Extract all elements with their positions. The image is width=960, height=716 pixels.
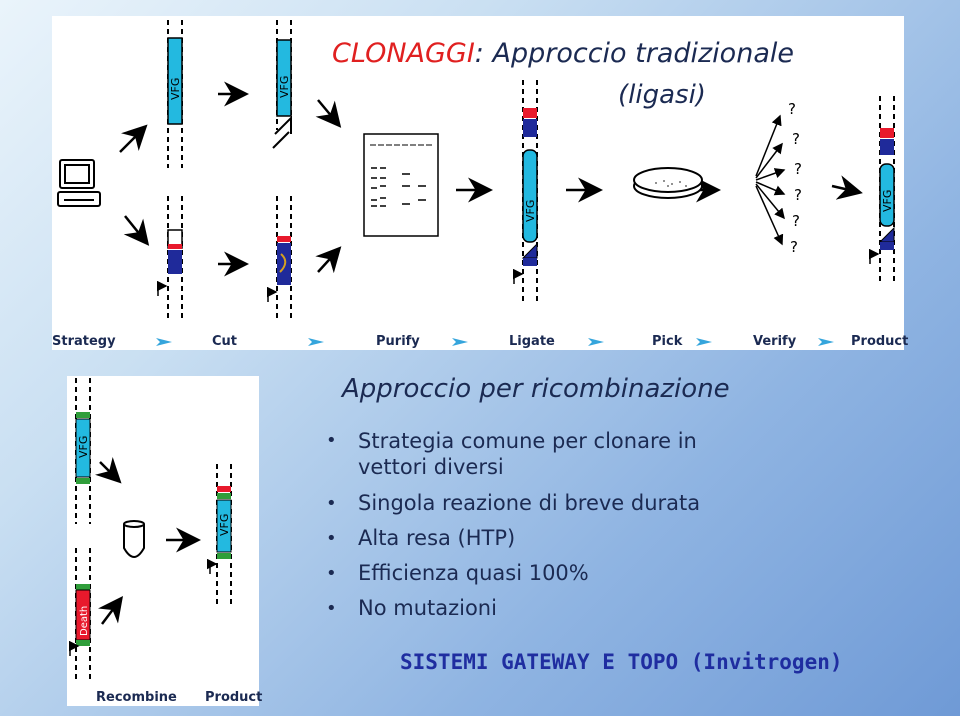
svg-text:?: ? <box>788 100 796 118</box>
computer-icon <box>57 159 101 207</box>
reaction-tube-icon <box>123 520 145 558</box>
ligated-construct: VFG <box>513 80 538 302</box>
title-approach: : Approccio tradizionale <box>474 38 794 69</box>
list-item: No mutazioni <box>322 591 700 626</box>
vfg-label: VFG <box>881 190 894 212</box>
step-cut: Cut <box>212 334 238 349</box>
step-verify: Verify <box>753 334 797 349</box>
process-arrows <box>119 81 863 277</box>
step-flow-arrows <box>156 338 834 702</box>
footer-systems: SISTEMI GATEWAY E TOPO (Invitrogen) <box>400 650 843 674</box>
bullet-text: Strategia comune per clonare in <box>358 429 697 453</box>
step-recombine: Recombine <box>96 690 177 705</box>
bullet-text: Singola reazione di breve durata <box>358 491 701 515</box>
bullet-text: Alta resa (HTP) <box>358 526 516 550</box>
step-strategy: Strategy <box>52 334 116 349</box>
bullet-text: No mutazioni <box>358 596 497 620</box>
list-item: Alta resa (HTP) <box>322 521 700 556</box>
slide-subtitle: (ligasi) <box>618 80 706 110</box>
death-gene-label: Death <box>79 606 90 636</box>
vfg-label: VFG <box>77 436 90 458</box>
entry-clone: VFG <box>75 378 91 524</box>
clone-fan-lines <box>755 114 786 246</box>
petri-dish-icon <box>633 167 703 199</box>
vfg-label: VFG <box>524 200 537 222</box>
section-title: Approccio per ricombinazione <box>342 374 730 404</box>
svg-text:?: ? <box>794 160 802 178</box>
recombine-arrows <box>95 457 201 625</box>
step-ligate: Ligate <box>509 334 555 349</box>
step-purify: Purify <box>376 334 420 349</box>
vector-backbone-cut <box>267 196 292 322</box>
svg-text:?: ? <box>792 212 800 230</box>
question-marks: ? ? ? ? ? ? <box>788 100 802 256</box>
list-item: Singola reazione di breve durata <box>322 486 700 521</box>
svg-text:?: ? <box>792 130 800 148</box>
svg-text:?: ? <box>794 186 802 204</box>
bullet-text: vettori diversi <box>358 455 504 479</box>
vfg-fragment-1: VFG <box>167 20 183 168</box>
vfg-label: VFG <box>218 514 231 536</box>
slide-title: CLONAGGI: Approccio tradizionale <box>332 38 794 69</box>
step-product: Product <box>851 334 909 349</box>
list-item: Efficienza quasi 100% <box>322 556 700 591</box>
expression-clone: VFG <box>207 464 232 604</box>
vfg-fragment-cut: VFG <box>272 20 292 149</box>
bullet-text: Efficienza quasi 100% <box>358 561 589 585</box>
title-clonaggi: CLONAGGI <box>332 38 475 69</box>
verified-construct: VFG <box>869 96 895 284</box>
destination-vector: Death <box>69 548 91 680</box>
step-pick: Pick <box>652 334 683 349</box>
vector-backbone-1 <box>157 196 183 322</box>
vfg-label: VFG <box>278 76 291 98</box>
vfg-label: VFG <box>169 78 182 100</box>
svg-text:?: ? <box>790 238 798 256</box>
agarose-gel <box>363 133 439 237</box>
step-bottom-product: Product <box>205 690 263 705</box>
